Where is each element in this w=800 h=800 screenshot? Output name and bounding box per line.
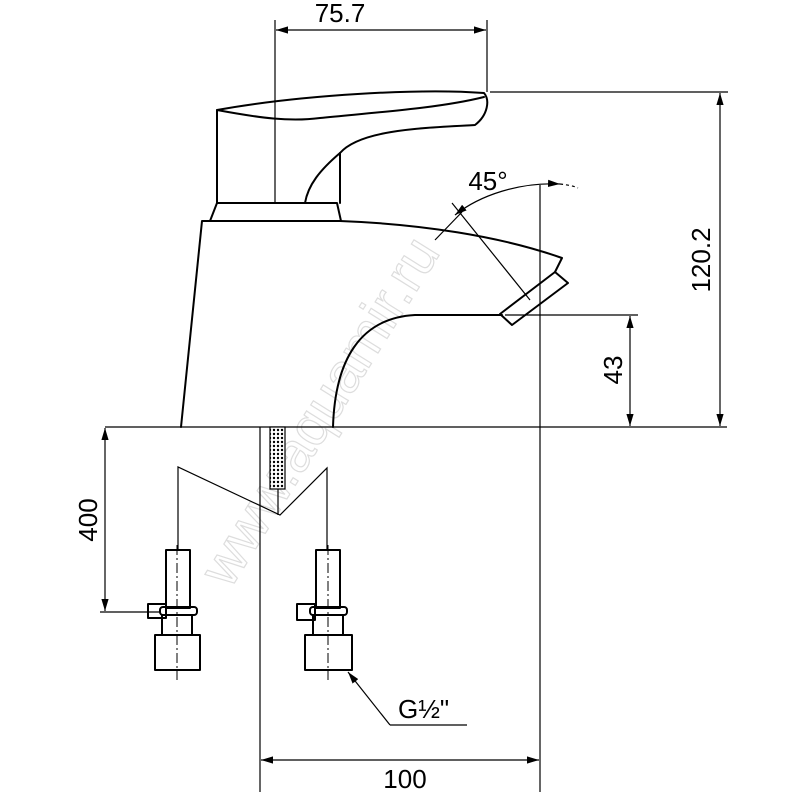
- watermark: www.aquamir.ru: [186, 225, 451, 597]
- faucet-body: [180, 202, 569, 428]
- thread-callout: G½": [347, 671, 467, 726]
- dim-spout-height-label: 43: [598, 356, 628, 385]
- lever-angle-indicator: 45°: [434, 166, 579, 301]
- dim-hose-length-label: 400: [73, 498, 103, 541]
- dim-total-height-label: 120.2: [686, 227, 716, 292]
- thread-label: G½": [398, 694, 449, 724]
- dim-spout-projection-label: 100: [383, 764, 426, 794]
- fitting-right: [296, 545, 353, 680]
- fitting-left: [147, 545, 201, 680]
- supply-hoses: [177, 426, 328, 550]
- faucet-handle: [216, 90, 489, 204]
- dim-handle-reach-label: 75.7: [315, 0, 366, 28]
- lever-angle-label: 45°: [468, 166, 507, 196]
